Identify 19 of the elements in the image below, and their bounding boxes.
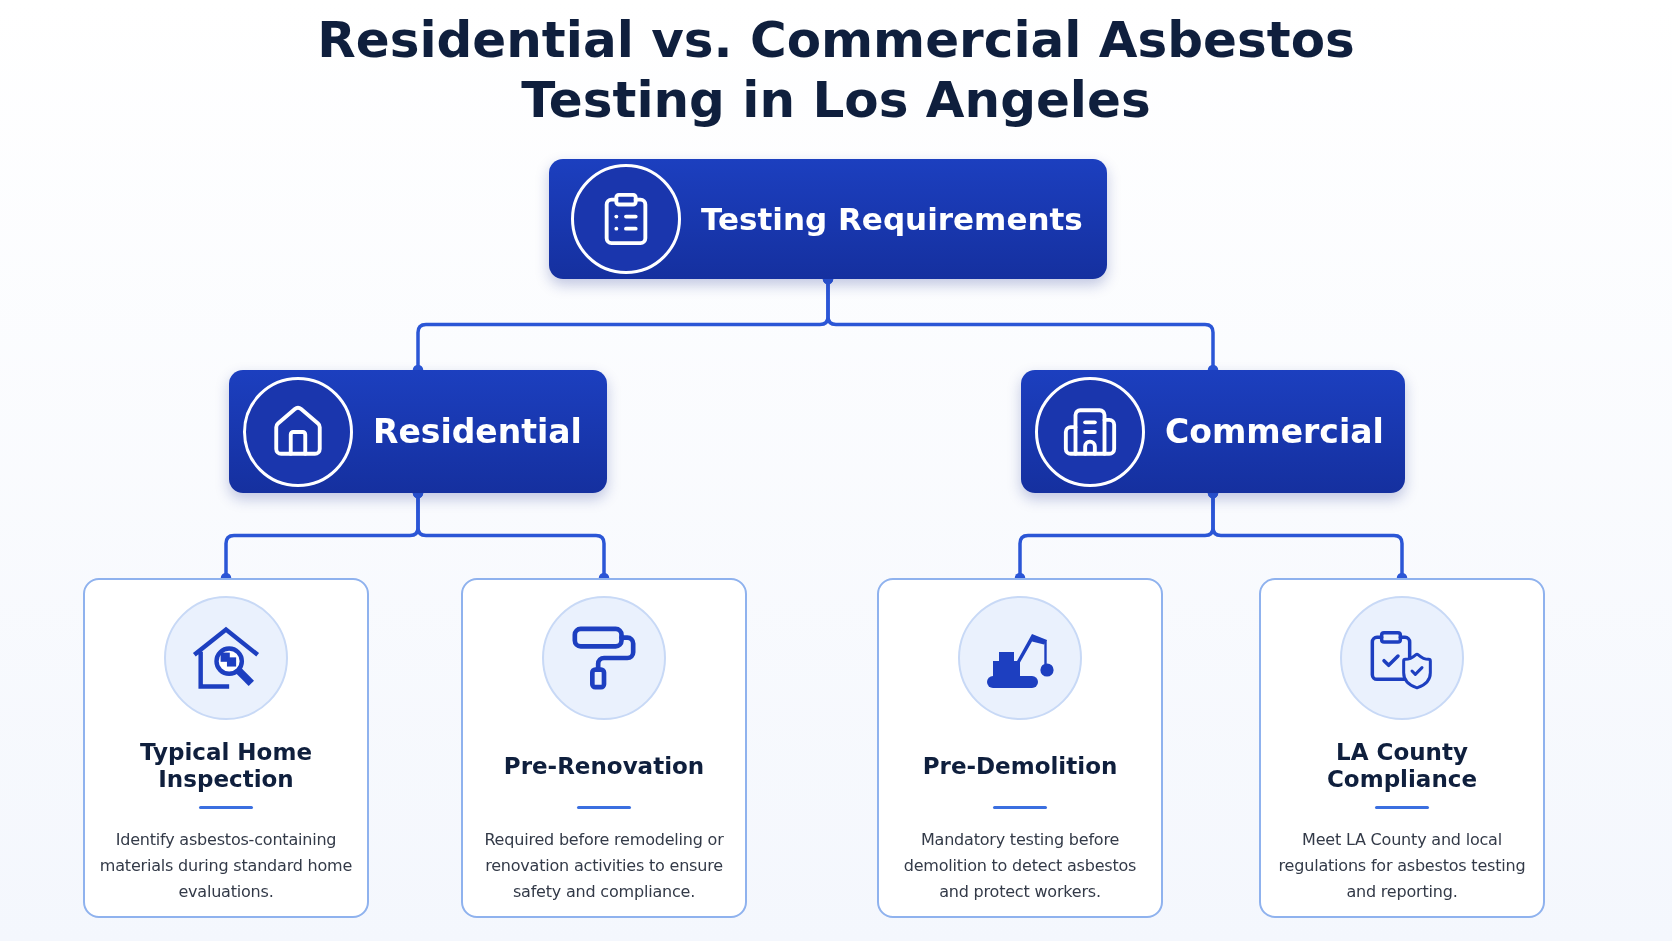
category-label: Commercial [1165, 412, 1384, 451]
card-heading: Pre-Renovation [503, 751, 705, 781]
info-card [877, 578, 1163, 918]
title: Residential vs. Commercial Asbestos Testing in Los Angeles [316, 10, 1356, 130]
category-box [229, 370, 607, 493]
card-heading: Typical Home Inspection [139, 738, 313, 794]
card-description: Required before remodeling or renovation activities to ensure safety and compliance. [483, 829, 725, 903]
category-label: Testing Requirements [701, 201, 1083, 237]
info-card [461, 578, 747, 918]
card-heading: LA County Compliance [1326, 738, 1478, 794]
card-description: Meet LA County and local regulations for asbestos testing and reporting. [1277, 829, 1527, 903]
category-box [549, 159, 1107, 279]
category-box [1021, 370, 1405, 493]
card-heading: Pre-Demolition [922, 751, 1118, 781]
category-label: Residential [373, 412, 582, 451]
card-description: Mandatory testing before demolition to detect asbestos and protect workers. [902, 829, 1138, 903]
card-description: Identify asbestos-containing materials during standard home evaluations. [98, 829, 354, 903]
info-card [1259, 578, 1545, 918]
info-card [83, 578, 369, 918]
